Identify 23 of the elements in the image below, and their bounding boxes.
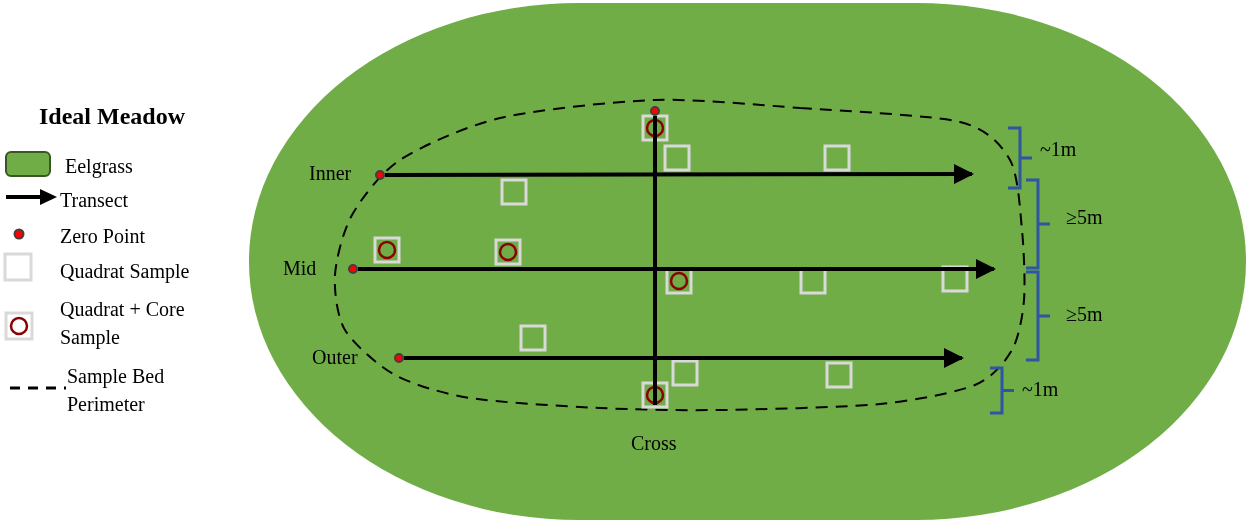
legend-label: Transect <box>60 188 129 213</box>
distance-label: ~1m <box>1040 138 1077 161</box>
transect-arrow <box>358 259 996 279</box>
zero-point-dot <box>394 353 404 363</box>
distance-label: ~1m <box>1022 378 1059 401</box>
legend-label: Zero Point <box>60 224 145 249</box>
zero-point-dot <box>348 264 358 274</box>
transect-arrow <box>385 164 974 185</box>
legend-label: Sample Bed Perimeter <box>67 364 166 417</box>
distance-label: ≥5m <box>1066 206 1103 229</box>
legend-title: Ideal Meadow <box>39 103 185 131</box>
transect-label: Inner <box>309 162 352 185</box>
legend-label: Quadrat + Core Sample <box>60 297 186 351</box>
legend-label: Quadrat Sample <box>60 259 190 285</box>
transect-label: Outer <box>312 346 358 369</box>
distance-label: ≥5m <box>1066 303 1103 326</box>
transect-line <box>653 116 657 405</box>
zero-point-dot <box>375 170 385 180</box>
transect-label: Mid <box>283 257 317 280</box>
legend-label: Eelgrass <box>65 154 133 180</box>
zero-point-dot <box>650 106 660 116</box>
transect-label: Cross <box>631 432 677 455</box>
transect-arrow <box>404 348 964 368</box>
